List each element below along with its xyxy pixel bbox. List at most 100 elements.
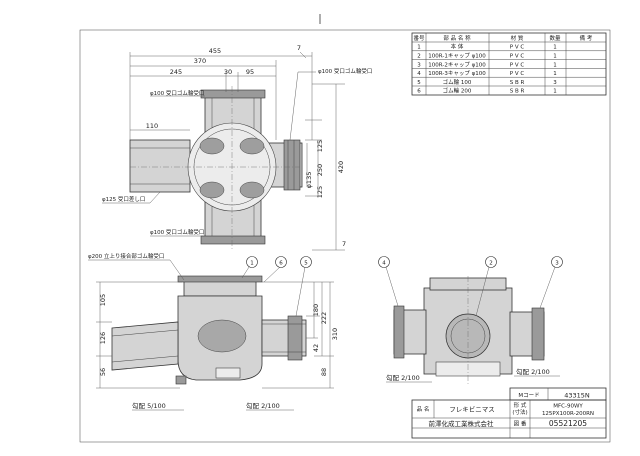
parts-table: 番号 部 品 名 称 材 質 数量 備 考 1 本 体 P V C 1 2 10… xyxy=(411,32,607,96)
dim-h-mid: 250 xyxy=(316,164,324,176)
dim-mid-a: 30 xyxy=(224,68,232,76)
dim-upper: 370 xyxy=(194,57,206,65)
front-view: 105 126 56 180 222 310 42 88 φ200 立上り接合部… xyxy=(88,252,339,411)
svg-text:4: 4 xyxy=(417,71,421,77)
label-side-slope-right: 勾配 2/100 xyxy=(516,367,550,376)
side-balloon xyxy=(378,256,390,268)
svg-text:P V C: P V C xyxy=(510,62,525,68)
plan-view: 455 370 245 30 95 110 420 125 250 125 φ1… xyxy=(102,44,372,251)
svg-text:100R-3キャップ φ100: 100R-3キャップ φ100 xyxy=(428,70,486,77)
svg-text:1: 1 xyxy=(553,89,557,95)
title-block: Mコード 43315N 品 名 フレキビニマス 形 式 (寸法) MFC-90W… xyxy=(411,387,607,439)
svg-text:S B R: S B R xyxy=(510,89,525,95)
drawing-no-label: 図 番 xyxy=(514,421,527,428)
label-slope-right: 勾配 2/100 xyxy=(246,401,280,410)
dim-126: 126 xyxy=(99,332,107,344)
svg-text:S B R: S B R xyxy=(510,80,525,86)
company-name: 前澤化成工業株式会社 xyxy=(429,419,495,428)
plan-socket-top xyxy=(200,89,266,99)
label-slope-left: 勾配 5/100 xyxy=(132,401,166,410)
dim-phi135: φ135 xyxy=(305,172,313,189)
svg-text:1: 1 xyxy=(553,71,557,77)
svg-text:6: 6 xyxy=(417,89,421,95)
m-code-label: Mコード xyxy=(518,392,539,399)
dim-105: 105 xyxy=(99,294,107,306)
label-side-slope-left: 勾配 2/100 xyxy=(386,373,420,382)
product-name-value: フレキビニマス xyxy=(449,405,495,414)
svg-text:1: 1 xyxy=(417,45,421,51)
svg-text:4: 4 xyxy=(382,261,386,267)
parts-header-name: 部 品 名 称 xyxy=(443,34,471,42)
svg-text:5: 5 xyxy=(304,261,308,267)
dim-88: 88 xyxy=(320,368,328,376)
side-view: 4 2 3 勾配 2/100 勾配 2/100 xyxy=(378,256,563,386)
front-riser-collar xyxy=(177,275,263,283)
svg-text:2: 2 xyxy=(489,261,493,267)
dim-left-stub: 110 xyxy=(146,122,158,130)
svg-text:3: 3 xyxy=(553,80,557,86)
parts-row: 4 100R-3キャップ φ100 P V C 1 xyxy=(417,70,557,77)
svg-text:5: 5 xyxy=(417,80,421,86)
parts-row: 1 本 体 P V C 1 xyxy=(417,43,557,51)
side-socket-left xyxy=(393,305,405,359)
model-sub: 125PX100R-200RN xyxy=(542,411,594,417)
plan-socket-bottom xyxy=(200,235,266,245)
svg-text:100R-1キャップ φ100: 100R-1キャップ φ100 xyxy=(428,53,486,60)
parts-header-qty: 数量 xyxy=(549,34,561,42)
front-balloon xyxy=(300,256,312,268)
side-balloon xyxy=(551,256,563,268)
parts-table-frame xyxy=(411,32,607,96)
parts-row: 3 100R-2キャップ φ100 P V C 1 xyxy=(417,61,557,68)
m-code-value: 43315N xyxy=(564,392,590,400)
dim-180: 180 xyxy=(312,304,320,316)
dim-mid-b: 95 xyxy=(246,68,254,76)
dim-tick-top: 7 xyxy=(297,44,301,52)
svg-text:1: 1 xyxy=(553,54,557,60)
model-value: MFC-90WY xyxy=(553,404,583,410)
dim-h-upper: 125 xyxy=(316,140,324,152)
svg-text:P V C: P V C xyxy=(510,45,525,51)
label-top-opening: φ200 立上り接合部ゴム輪受口 xyxy=(88,252,164,260)
dim-56: 56 xyxy=(99,368,107,376)
svg-text:6: 6 xyxy=(279,261,283,267)
drawing-no-value: 05521205 xyxy=(549,419,587,428)
label-rubber-top-right: φ100 受口ゴム輪受口 xyxy=(318,67,372,75)
dim-left-span: 245 xyxy=(170,68,182,76)
svg-text:ゴム輪 200: ゴム輪 200 xyxy=(443,87,472,95)
dim-222: 222 xyxy=(320,312,328,324)
label-rubber-bottom: φ100 受口ゴム輪受口 xyxy=(150,228,204,236)
dim-overall: 455 xyxy=(209,47,221,55)
side-balloon xyxy=(485,256,497,268)
svg-text:1: 1 xyxy=(553,45,557,51)
dim-height: 420 xyxy=(337,161,345,173)
front-inlet-pipe xyxy=(111,321,179,371)
svg-text:3: 3 xyxy=(417,62,421,68)
parts-header-no: 番号 xyxy=(413,35,425,42)
svg-text:1: 1 xyxy=(553,62,557,68)
svg-text:3: 3 xyxy=(555,261,559,267)
svg-text:1: 1 xyxy=(250,261,254,267)
svg-text:本 体: 本 体 xyxy=(451,43,464,51)
model-label: 形 式 xyxy=(514,401,527,409)
parts-row: 6 ゴム輪 200 S B R 1 xyxy=(417,87,557,95)
label-rubber-left: φ125 受口差し口 xyxy=(102,195,145,203)
dim-tick-bottom: 7 xyxy=(342,240,346,248)
dim-42: 42 xyxy=(312,344,320,352)
svg-text:100R-2キャップ φ100: 100R-2キャップ φ100 xyxy=(428,61,486,68)
front-balloon xyxy=(246,256,258,268)
svg-text:ゴム輪 100: ゴム輪 100 xyxy=(443,78,472,86)
side-socket-right xyxy=(531,307,545,361)
dim-310: 310 xyxy=(331,328,339,340)
plan-socket-right xyxy=(283,139,301,191)
front-balloon xyxy=(275,256,287,268)
model-note: (寸法) xyxy=(512,408,527,416)
parts-row: 2 100R-1キャップ φ100 P V C 1 xyxy=(417,53,557,60)
parts-header-material: 材 質 xyxy=(511,34,524,42)
svg-text:P V C: P V C xyxy=(510,54,525,60)
parts-row: 5 ゴム輪 100 S B R 3 xyxy=(417,78,557,86)
parts-header-note: 備 考 xyxy=(580,34,593,42)
svg-text:P V C: P V C xyxy=(510,71,525,77)
front-outlet-socket xyxy=(287,315,303,361)
